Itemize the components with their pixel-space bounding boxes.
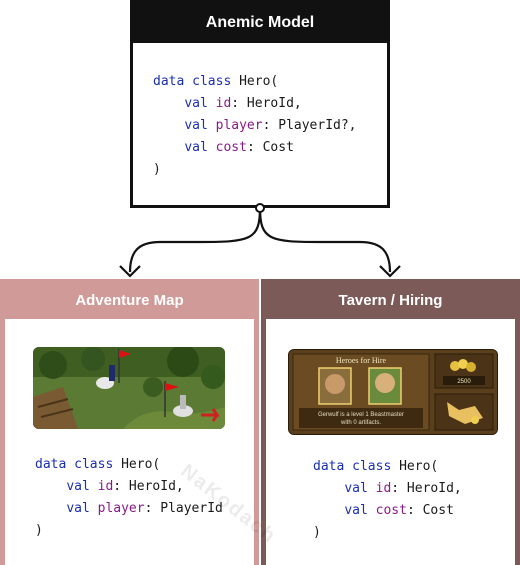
keyword: val xyxy=(66,479,90,494)
code-text: : PlayerId?, xyxy=(262,118,357,133)
keyword: val xyxy=(344,481,368,496)
code-text: : HeroId, xyxy=(231,96,302,111)
code-block: data class Hero( val id: HeroId, val pla… xyxy=(35,454,223,542)
keyword: class xyxy=(192,74,232,89)
code-text: Hero( xyxy=(399,459,439,474)
code-text: Hero( xyxy=(239,74,279,89)
keyword: val xyxy=(184,96,208,111)
keyword: val xyxy=(344,503,368,518)
property-name: id xyxy=(375,481,392,496)
split-connector xyxy=(119,203,401,278)
adventure-map-screenshot xyxy=(33,347,225,429)
arrowhead-left-icon xyxy=(119,265,141,278)
tavern-screenshot: Heroes for Hire Gerwulf is a level 1 Bea… xyxy=(288,349,498,435)
property-name: id xyxy=(215,96,232,111)
code-text: ) xyxy=(153,162,161,177)
code-text: : Cost xyxy=(406,503,454,518)
tavern-hiring-panel: Tavern / Hiring Heroes for Hire Gerwulf … xyxy=(261,279,520,565)
arrowhead-right-icon xyxy=(379,265,401,278)
tavern-caption-line1: Gerwulf is a level 1 Beastmaster xyxy=(318,412,404,418)
keyword: val xyxy=(184,140,208,155)
adventure-map-panel: Adventure Map xyxy=(0,279,259,565)
keyword: data xyxy=(35,457,67,472)
connector-origin-dot xyxy=(255,203,265,213)
adventure-map-illustration xyxy=(33,347,225,429)
card-title: Anemic Model xyxy=(133,3,387,43)
panel-title: Adventure Map xyxy=(75,291,184,309)
keyword: class xyxy=(352,459,392,474)
connector-left-path xyxy=(128,207,262,273)
keyword: val xyxy=(184,118,208,133)
code-text: : PlayerId xyxy=(144,501,223,516)
code-text: ) xyxy=(313,525,321,540)
connector-right-path xyxy=(258,207,392,273)
code-text: ) xyxy=(35,523,43,538)
code-text: : Cost xyxy=(246,140,294,155)
panel-body: data class Hero( val id: HeroId, val pla… xyxy=(5,319,254,565)
tavern-header-text: Heroes for Hire xyxy=(336,356,387,365)
code-block: data class Hero( val id: HeroId, val pla… xyxy=(153,71,357,181)
code-text: : HeroId, xyxy=(113,479,184,494)
tavern-gold-text: 2500 xyxy=(457,379,471,385)
tavern-caption-line2: with 0 artifacts. xyxy=(340,420,381,426)
tavern-illustration: Heroes for Hire Gerwulf is a level 1 Bea… xyxy=(289,350,497,434)
panel-body: Heroes for Hire Gerwulf is a level 1 Bea… xyxy=(266,319,515,565)
code-text: Hero( xyxy=(121,457,161,472)
anemic-model-card: Anemic Model data class Hero( val id: He… xyxy=(130,0,390,208)
keyword: class xyxy=(74,457,114,472)
property-name: cost xyxy=(375,503,407,518)
property-name: id xyxy=(97,479,114,494)
keyword: data xyxy=(153,74,185,89)
property-name: cost xyxy=(215,140,247,155)
code-text: : HeroId, xyxy=(391,481,462,496)
panel-title: Tavern / Hiring xyxy=(338,291,443,309)
property-name: player xyxy=(215,118,263,133)
property-name: player xyxy=(97,501,145,516)
keyword: data xyxy=(313,459,345,474)
code-block: data class Hero( val id: HeroId, val cos… xyxy=(313,456,462,544)
keyword: val xyxy=(66,501,90,516)
